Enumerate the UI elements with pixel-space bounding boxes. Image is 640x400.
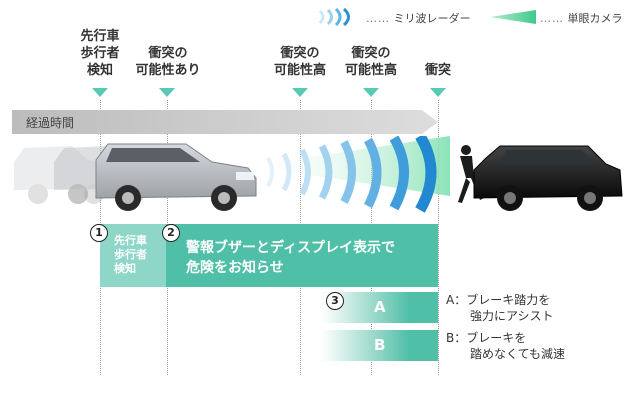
suv-black	[473, 145, 623, 211]
step3-number-badge: 3	[326, 292, 344, 310]
stage-label-high-2: 衝突の 可能性高	[344, 46, 397, 78]
step2-text: 警報ブザーとディスプレイ表示で 危険をお知らせ	[186, 240, 396, 276]
timeline-arrowhead	[422, 110, 438, 134]
radar-waves	[266, 136, 437, 213]
step2-box	[166, 224, 438, 287]
brake-assist-a-note: A：ブレーキ踏力を 強力にアシスト	[446, 293, 554, 323]
radar-legend-dots: ……	[366, 12, 390, 25]
step2-number-badge: 2	[162, 224, 180, 242]
radar-legend: …… ミリ波レーダー	[366, 10, 471, 26]
brake-assist-b-box	[322, 330, 438, 361]
camera-legend-label: 単眼カメラ	[567, 12, 623, 25]
stage-label-collision: 衝突	[424, 63, 451, 78]
scene-illustration	[14, 136, 623, 213]
radar-wave-icon	[318, 8, 350, 26]
brake-assist-b-note: B：ブレーキを 踏めなくても減速	[446, 331, 566, 361]
stage-marker-high-1	[292, 88, 308, 97]
suv-silver	[95, 143, 257, 211]
camera-legend-dots: ……	[540, 12, 564, 25]
timeline-bar	[12, 110, 422, 134]
stage-label-detect: 先行車 歩行者 検知	[80, 29, 120, 78]
step1-number-badge: 1	[90, 224, 108, 242]
radar-legend-label: ミリ波レーダー	[393, 12, 471, 25]
stage-marker-possible	[159, 88, 175, 97]
stage-marker-collision	[430, 88, 446, 97]
step1-text: 先行車 歩行者 検知	[114, 234, 147, 275]
stage-marker-high-2	[363, 88, 379, 97]
stage-label-high-1: 衝突の 可能性高	[273, 46, 326, 78]
brake-assist-b-letter: B	[374, 336, 386, 354]
step1-box	[100, 224, 166, 287]
brake-assist-a-letter: A	[374, 298, 386, 316]
timeline-label: 経過時間	[26, 116, 75, 130]
camera-legend: …… 単眼カメラ	[540, 10, 623, 26]
camera-beam-icon	[490, 10, 536, 24]
stage-marker-detect	[92, 88, 108, 97]
guide-line-collision	[438, 100, 439, 375]
stage-label-possible: 衝突の 可能性あり	[135, 46, 201, 78]
